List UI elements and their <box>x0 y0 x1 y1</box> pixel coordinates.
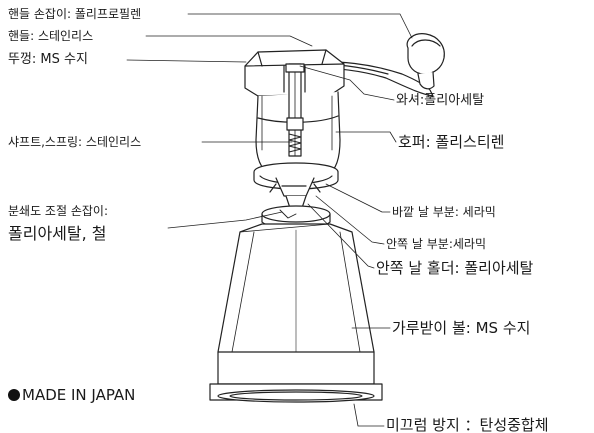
label-anti-slip: 미끄럼 방지 ：탄성중합체 <box>386 416 549 433</box>
shaft <box>285 63 305 157</box>
made-in-text: MADE IN JAPAN <box>22 386 136 404</box>
label-handle-knob: 핸들 손잡이: 폴리프로필렌 <box>8 7 142 21</box>
label-inner-burr: 안쪽 날 부분:세라믹 <box>386 237 486 251</box>
label-lid: 뚜껑: MS 수지 <box>8 52 88 67</box>
label-outer-burr: 바깥 날 부분: 세라믹 <box>392 205 496 219</box>
handle-knob <box>406 33 445 90</box>
label-washer: 와셔:폴리아세탈 <box>396 93 485 108</box>
burr-assembly <box>253 162 339 209</box>
bullet-dot-icon <box>8 389 20 401</box>
label-grind-adjust-line2: 폴리아세탈, 철 <box>8 224 107 243</box>
label-receiver-bowl: 가루받이 볼: MS 수지 <box>392 319 531 337</box>
label-inner-burr-holder: 안쪽 날 홀더: 폴리아세탈 <box>376 259 534 277</box>
label-hopper: 호퍼: 폴리스티렌 <box>398 133 505 151</box>
spring <box>288 133 302 153</box>
label-shaft-spring: 샤프트,스프링: 스테인리스 <box>8 135 142 149</box>
leader-lines <box>126 13 413 427</box>
base <box>209 383 383 403</box>
made-in-badge: MADE IN JAPAN <box>8 388 135 403</box>
label-handle: 핸들: 스테인리스 <box>8 29 94 43</box>
label-grind-adjust-line1: 분쇄도 조절 손잡이: <box>8 204 108 218</box>
